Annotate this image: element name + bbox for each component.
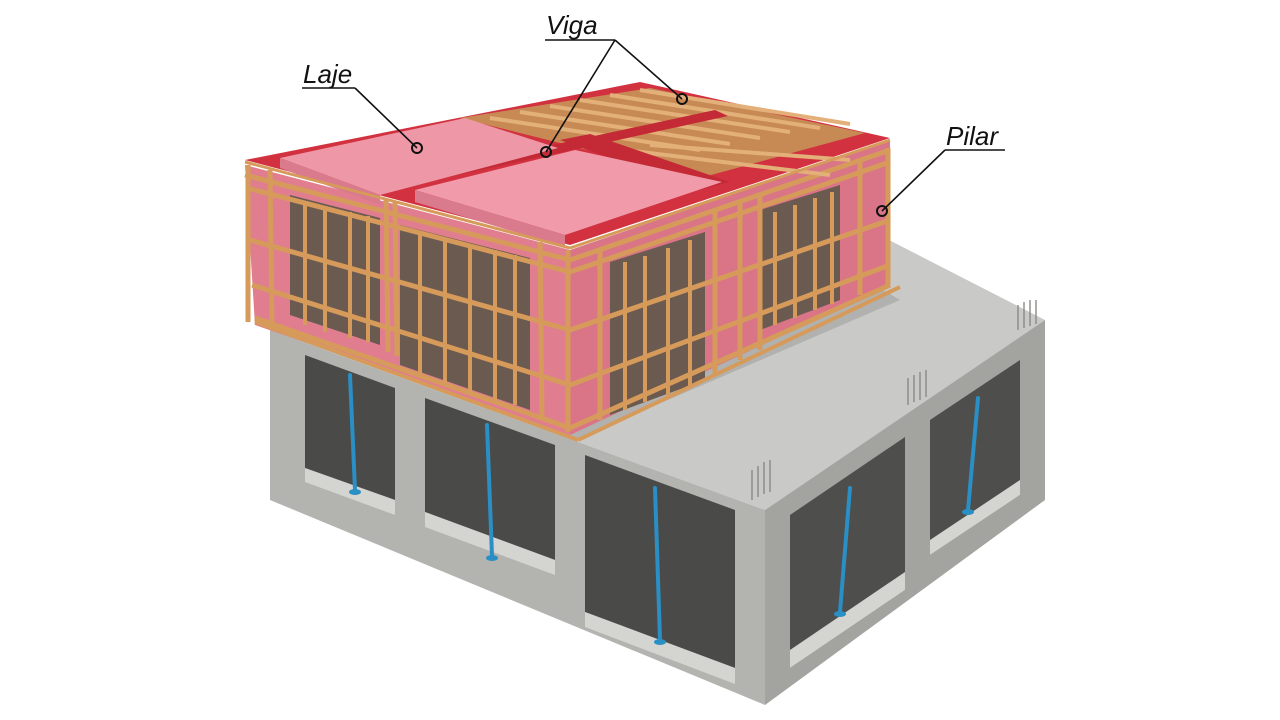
callout-markers bbox=[411, 93, 888, 217]
laje-leader bbox=[354, 87, 418, 149]
right-openings-floor bbox=[790, 480, 1020, 668]
deck-edge-timber bbox=[244, 138, 891, 250]
prop-1 bbox=[348, 373, 357, 492]
laje-marker bbox=[411, 142, 423, 154]
slab-panel-front bbox=[415, 150, 722, 235]
right-wall-timber-frame bbox=[568, 147, 892, 431]
slab-panel-front-edge bbox=[415, 190, 565, 247]
prop-5 bbox=[966, 396, 980, 512]
pilar-marker bbox=[876, 205, 888, 217]
prop-3 bbox=[653, 486, 662, 642]
slab-panel-left-edge bbox=[280, 158, 380, 205]
prop-bases bbox=[349, 489, 974, 645]
viga-leader-1 bbox=[614, 39, 683, 100]
viga-label: Viga bbox=[546, 10, 598, 40]
viga-marker-2 bbox=[540, 146, 552, 158]
front-wall-timber-frame bbox=[244, 165, 571, 432]
prop-2 bbox=[485, 423, 494, 558]
shoring-props bbox=[348, 373, 980, 642]
rebar-starters bbox=[751, 300, 1037, 500]
interior-timber-props bbox=[303, 192, 834, 410]
prop-4 bbox=[838, 486, 852, 614]
viga-leader-2 bbox=[545, 39, 616, 153]
slab-panel-left bbox=[280, 118, 558, 195]
pilar-leader bbox=[881, 149, 946, 212]
pilar-label: Pilar bbox=[946, 121, 999, 151]
formwork bbox=[244, 82, 901, 442]
callouts bbox=[302, 39, 1005, 212]
viga-marker-1 bbox=[676, 93, 688, 105]
laje-label: Laje bbox=[303, 59, 352, 89]
timber-bottom-plates bbox=[254, 285, 901, 442]
